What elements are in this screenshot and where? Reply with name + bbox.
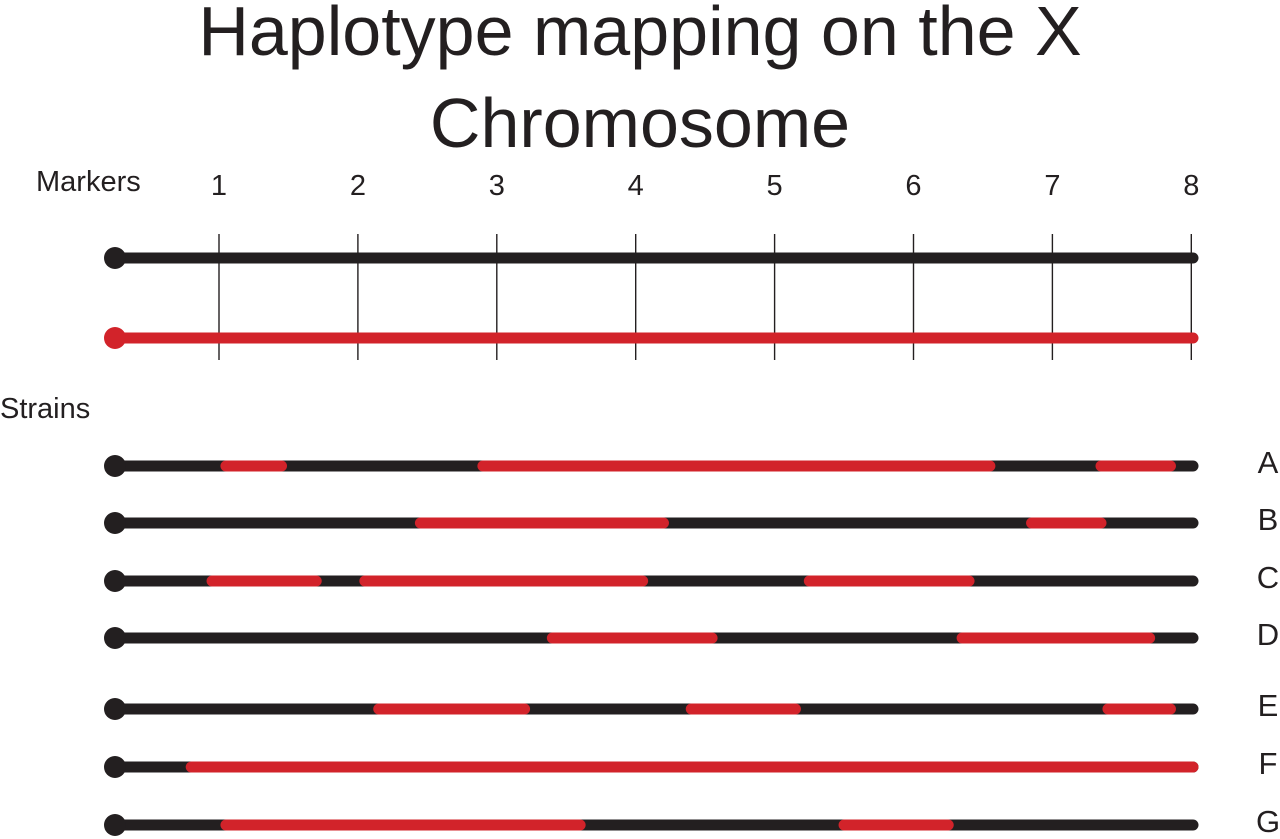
- reference-chromosome: [104, 247, 1199, 269]
- centromere-cap: [104, 247, 126, 269]
- marker-number: 4: [627, 170, 644, 202]
- strain-chromosomes: [104, 455, 1199, 836]
- strain-letter: E: [1257, 688, 1279, 723]
- strain-letter: B: [1257, 502, 1279, 537]
- strain-letter: F: [1258, 746, 1278, 781]
- strain-letter: C: [1256, 560, 1280, 595]
- strain-chromosome: [104, 814, 1199, 836]
- strain-chromosome: [104, 698, 1199, 720]
- centromere-cap: [104, 455, 126, 477]
- strain-chromosome: [104, 455, 1199, 477]
- strain-chromosome: [104, 570, 1199, 592]
- reference-chromosomes: [104, 247, 1199, 349]
- strains-label: Strains: [0, 393, 91, 425]
- figure-title-line-1: Haplotype mapping on the X: [198, 0, 1082, 70]
- reference-chromosome: [104, 327, 1199, 349]
- marker-number: 2: [349, 170, 366, 202]
- marker-number: 7: [1044, 170, 1061, 202]
- strain-letter: G: [1256, 804, 1280, 839]
- marker-number: 6: [905, 170, 922, 202]
- strain-chromosome: [104, 627, 1199, 649]
- strain-letter: A: [1257, 445, 1279, 480]
- figure-title-line-2: Chromosome: [429, 84, 851, 162]
- centromere-cap: [104, 698, 126, 720]
- marker-number: 5: [766, 170, 783, 202]
- marker-number: 1: [210, 170, 228, 202]
- centromere-cap: [104, 570, 126, 592]
- centromere-cap: [104, 627, 126, 649]
- markers-label: Markers: [36, 166, 141, 198]
- strain-chromosome: [104, 756, 1199, 778]
- strain-letter: D: [1256, 617, 1280, 652]
- centromere-cap: [104, 512, 126, 534]
- centromere-cap: [104, 327, 126, 349]
- marker-number: 8: [1183, 170, 1200, 202]
- marker-number: 3: [488, 170, 505, 202]
- strain-chromosome: [104, 512, 1199, 534]
- centromere-cap: [104, 814, 126, 836]
- centromere-cap: [104, 756, 126, 778]
